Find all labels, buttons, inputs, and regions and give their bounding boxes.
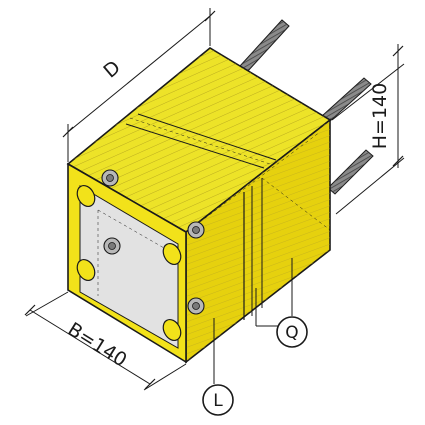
box-right-face <box>185 118 331 364</box>
threaded-rod-top <box>239 19 290 73</box>
height-label: H=140 <box>369 83 391 149</box>
width-label: B=140 <box>64 318 131 371</box>
threaded-rod-middle <box>321 77 372 123</box>
callout-q: Q <box>255 258 308 348</box>
dimension-height: H=140 <box>331 44 405 215</box>
threaded-rods <box>239 19 374 195</box>
depth-label: D <box>99 56 124 82</box>
threaded-rod-bottom <box>327 149 374 195</box>
callout-l-label: L <box>213 391 223 411</box>
bolt-nuts <box>101 169 205 315</box>
box-front-face <box>67 162 205 364</box>
bolt-holes <box>76 184 182 342</box>
callout-l: L <box>202 318 234 416</box>
box-top-face <box>66 47 332 233</box>
callout-q-label: Q <box>285 323 298 343</box>
